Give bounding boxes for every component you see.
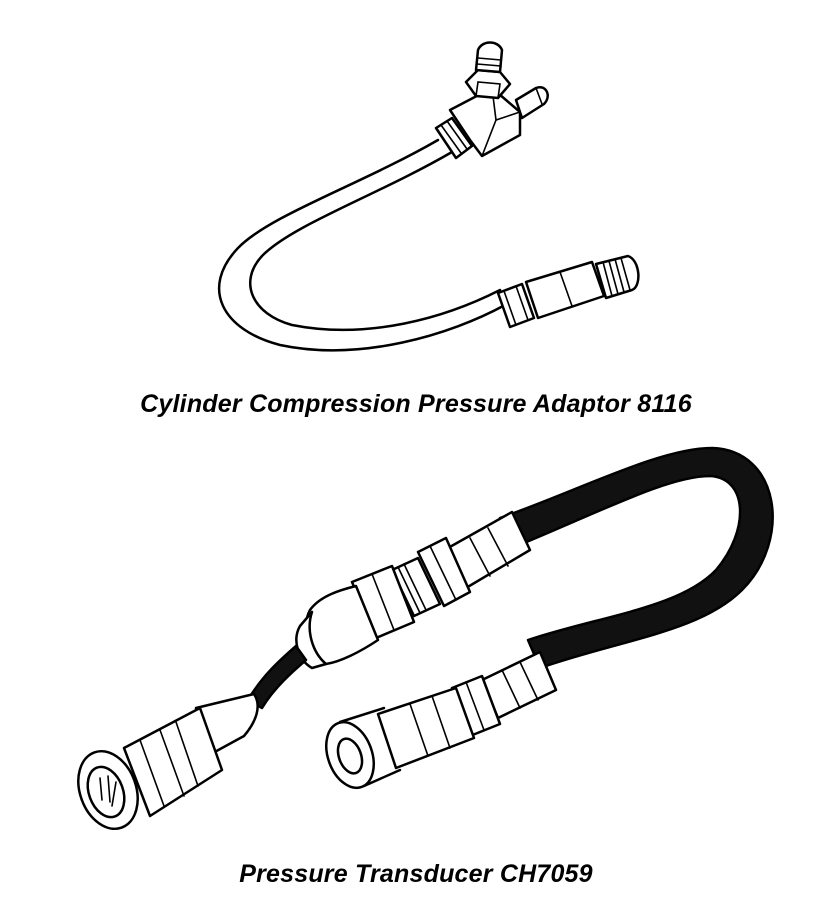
adaptor-threaded-end	[594, 254, 640, 300]
transducer-connector-body	[122, 706, 224, 818]
adaptor-caption: Cylinder Compression Pressure Adaptor 81…	[140, 390, 692, 418]
transducer-hose	[498, 446, 774, 670]
compression-adaptor-drawing	[218, 41, 640, 352]
adaptor-valve-knob	[474, 41, 504, 74]
transducer-quick-coupler	[376, 686, 476, 770]
adaptor-body	[524, 260, 606, 320]
transducer-caption: Pressure Transducer CH7059	[239, 860, 593, 888]
transducer-cable	[246, 644, 308, 710]
adaptor-hex-cap	[464, 68, 512, 100]
transducer-cone	[295, 610, 328, 670]
adaptor-tube	[218, 138, 507, 352]
transducer-upper-hex	[416, 536, 472, 608]
adaptor-lower-nut	[496, 282, 536, 329]
adaptor-side-nipple	[514, 85, 549, 120]
pressure-transducer-drawing	[77, 446, 774, 831]
